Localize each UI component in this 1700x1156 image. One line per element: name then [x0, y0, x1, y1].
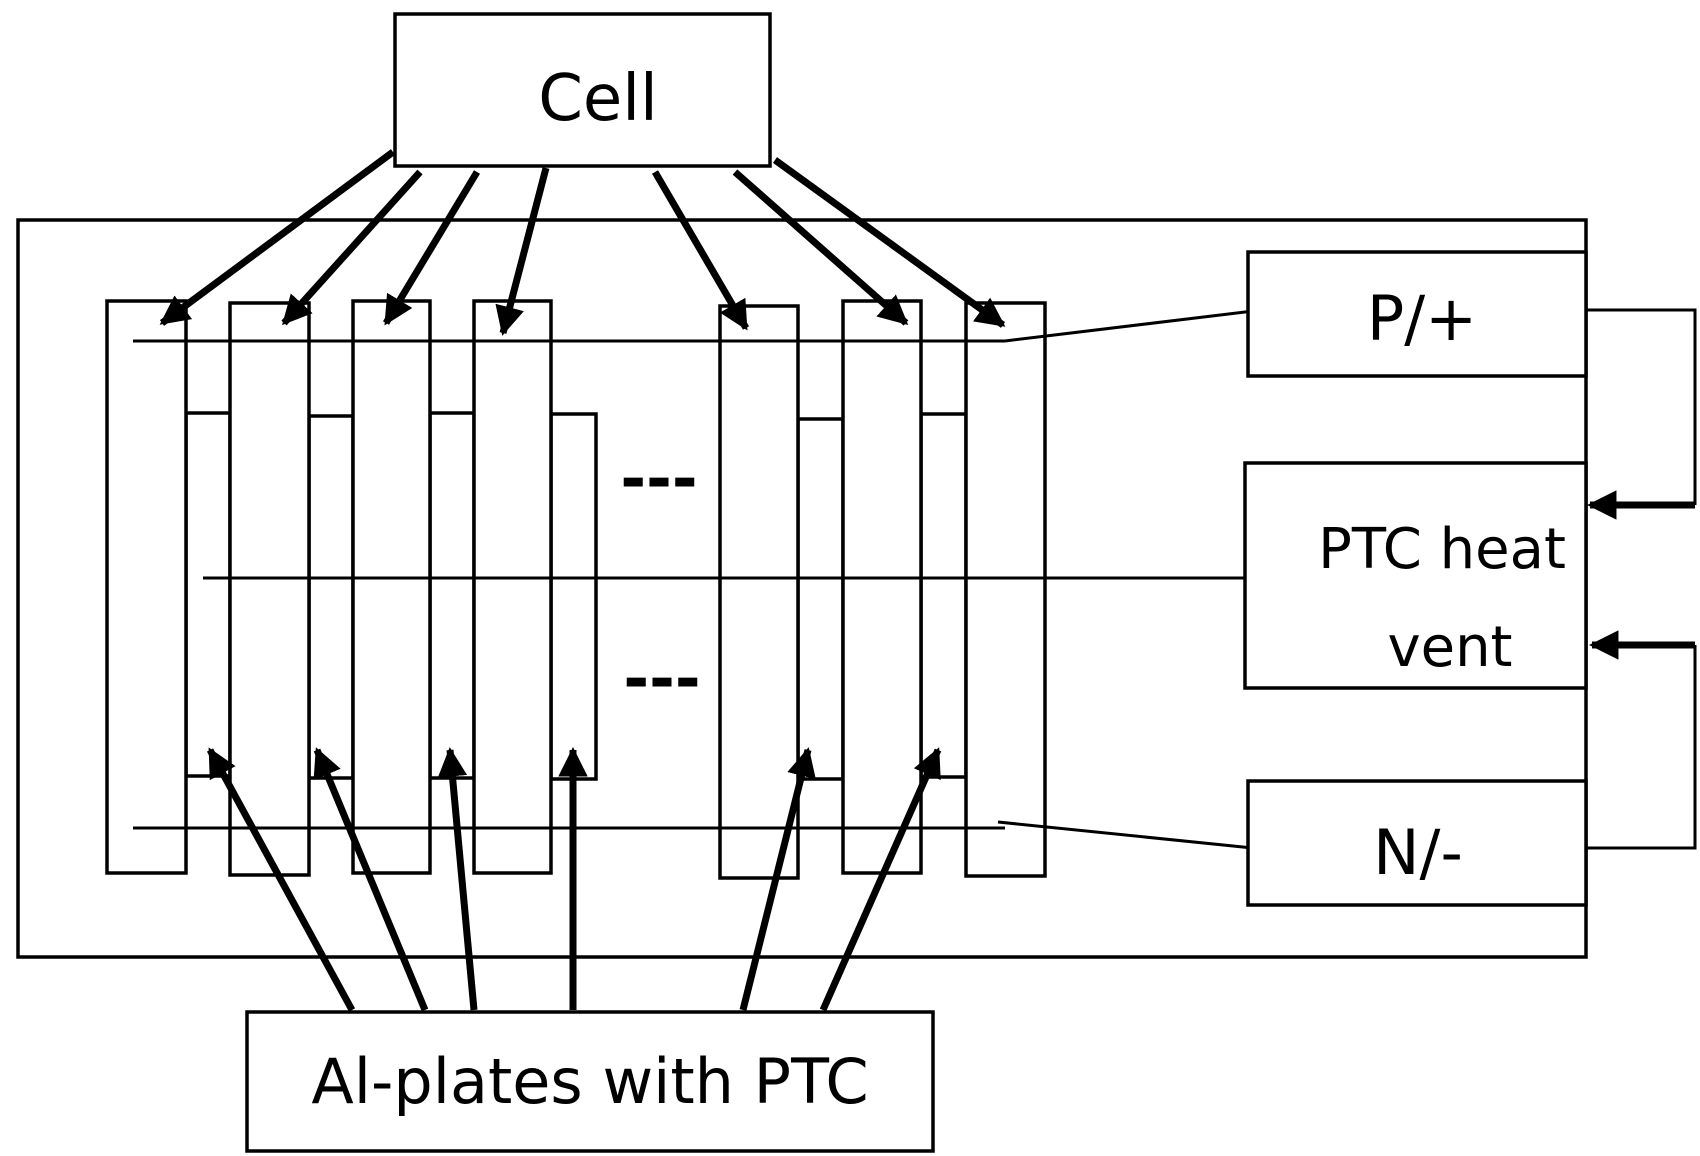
battery-cell	[841, 299, 923, 875]
ptc-heat-vent-box: PTC heat vent	[1243, 461, 1588, 690]
al-plate-arrow	[437, 747, 478, 1011]
cell-arrow	[651, 170, 750, 331]
al-plate-arrow	[206, 747, 356, 1012]
bus-lines	[133, 306, 1279, 852]
ptc-heat-vent-label-line1: PTC heat	[1318, 517, 1566, 582]
feedback-connectors	[1586, 308, 1697, 850]
al-plates-box: Al-plates with PTC	[245, 1010, 935, 1153]
negative-feedback-line	[1586, 645, 1697, 850]
al-plate-arrow	[739, 747, 816, 1011]
cell-label: Cell	[538, 62, 658, 136]
al-plate-arrow	[819, 747, 942, 1012]
battery-cell	[351, 299, 432, 875]
al-plate-arrows	[206, 747, 942, 1012]
cell-arrow	[732, 169, 909, 326]
battery-cell	[964, 301, 1047, 878]
positive-lead-line	[1004, 306, 1279, 343]
positive-terminal-box: P/+	[1246, 250, 1588, 378]
connector-plates	[184, 411, 968, 781]
ellipsis-upper: ---	[620, 442, 697, 515]
cell-arrow	[495, 167, 550, 336]
cell-box: Cell	[393, 12, 772, 168]
battery-cell	[105, 299, 188, 875]
negative-terminal-box: N/-	[1246, 779, 1588, 907]
cell-arrow	[159, 149, 396, 326]
cell-arrow	[772, 157, 1006, 328]
al-plates-label: Al-plates with PTC	[311, 1045, 868, 1118]
battery-cell	[472, 299, 553, 875]
cell-arrow	[281, 169, 423, 326]
ellipsis-lower: ---	[623, 642, 700, 715]
positive-feedback-line	[1586, 308, 1697, 505]
cell-arrows	[159, 149, 1006, 336]
al-plate-arrow	[313, 747, 429, 1012]
positive-terminal-label: P/+	[1367, 282, 1477, 355]
cell-arrow	[383, 170, 480, 326]
negative-terminal-label: N/-	[1373, 816, 1463, 889]
battery-cell	[718, 304, 800, 880]
battery-cell	[228, 301, 311, 877]
negative-lead-line	[997, 820, 1273, 852]
ptc-heat-vent-label-line2: vent	[1387, 615, 1512, 680]
